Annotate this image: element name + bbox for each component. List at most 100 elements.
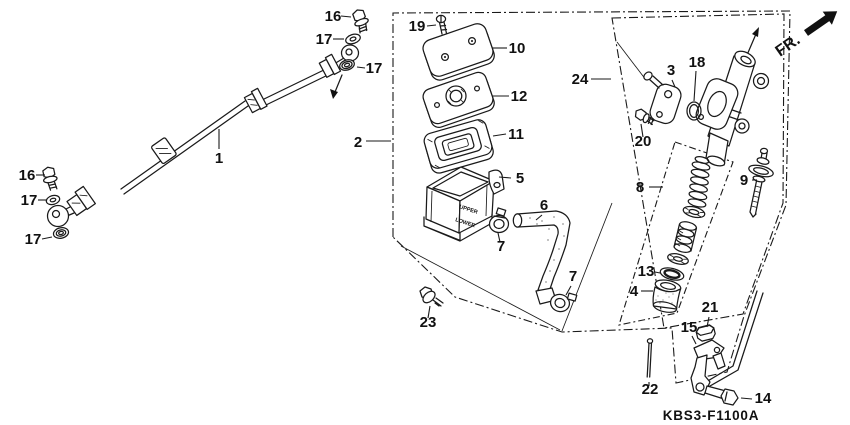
- callout-label: 7: [497, 238, 505, 255]
- callout-label: 14: [755, 390, 772, 407]
- callout-label: 17: [25, 231, 42, 248]
- pedal-arm: [701, 291, 763, 390]
- reservoir-assembly: UPPER LOWER: [420, 15, 504, 306]
- washer-17-top2: [338, 58, 355, 72]
- callout-leader: [692, 336, 696, 344]
- brake-pipe-assembly: [48, 45, 359, 227]
- oil-bolt-16-left: [41, 166, 59, 191]
- callout-leader: [672, 80, 675, 87]
- spring-retainer: [682, 204, 706, 219]
- callout-leader: [641, 124, 643, 137]
- callout-label: 10: [509, 40, 526, 57]
- callout-label: 22: [642, 381, 659, 398]
- callout-leader: [42, 237, 52, 239]
- joint-bolt-14: [705, 386, 738, 405]
- washer-17-left2: [52, 226, 69, 239]
- hose-line: [262, 68, 328, 100]
- o-ring-18: [687, 102, 701, 120]
- hose-clamp-7a: [490, 208, 509, 233]
- assembly-leader-line: [401, 246, 560, 330]
- callout-label: 21: [702, 299, 719, 316]
- outlet-boss: [754, 74, 769, 89]
- bolt-20: [633, 108, 656, 126]
- boot-4: [652, 278, 681, 314]
- callout-label: 13: [638, 263, 655, 280]
- push-rod-9: [748, 148, 775, 217]
- callout-label: 6: [540, 197, 548, 214]
- fr-direction: FR.: [773, 11, 838, 60]
- callout-leader: [655, 272, 660, 273]
- callout-label: 17: [316, 31, 333, 48]
- callout-label: 17: [21, 192, 38, 209]
- group-24-boundary: [612, 14, 784, 328]
- reservoir-tank-5: UPPER LOWER: [424, 167, 504, 241]
- reservoir-cap-10: [421, 21, 497, 82]
- cylinder-flange: [693, 76, 741, 132]
- callout-label: 8: [636, 179, 644, 196]
- cup-washer: [667, 252, 690, 266]
- callout-label: 2: [354, 134, 362, 151]
- callout-leader: [341, 16, 351, 17]
- oil-bolt-16-top: [351, 8, 372, 34]
- pipe-end-fitting: [65, 186, 95, 216]
- assembly-leader-line: [617, 42, 646, 80]
- diagram-code: KBS3-F1100A: [663, 408, 760, 423]
- banjo-eye-upper-hole: [346, 49, 352, 55]
- callout-label: 12: [511, 88, 528, 105]
- cotter-pin-22: [647, 339, 652, 377]
- callout-label: 17: [366, 60, 383, 77]
- piston-kit: [652, 155, 710, 314]
- callout-leader: [428, 306, 430, 318]
- hose-end-fitting: [318, 54, 340, 78]
- callout-leader: [536, 215, 542, 220]
- banjo-eye-lower-hole: [53, 211, 60, 218]
- callout-label: 5: [516, 170, 524, 187]
- callout-leader: [493, 134, 506, 136]
- washer-17-top1: [344, 32, 361, 45]
- master-cylinder-body: [633, 27, 768, 168]
- callout-label: 20: [635, 133, 652, 150]
- pipe-line: [121, 101, 245, 189]
- callout-label: 11: [508, 126, 524, 143]
- hose-line: [266, 73, 332, 105]
- callout-leader: [707, 317, 709, 327]
- pipe-coupling: [243, 88, 267, 113]
- callout-label: 18: [689, 54, 706, 71]
- hose-texture: [529, 216, 565, 283]
- hose-clamp-7b: [549, 289, 577, 315]
- pointer-arrow: [330, 75, 342, 99]
- group-2-boundary: [393, 11, 790, 383]
- pipe-line: [124, 106, 248, 194]
- spring: [687, 160, 710, 208]
- fr-arrow-icon: [804, 11, 838, 36]
- piston: [673, 220, 697, 254]
- mount-boss: [735, 119, 749, 133]
- callout-label: 16: [19, 167, 36, 184]
- callout-leader: [498, 233, 500, 242]
- seal-13: [659, 266, 685, 282]
- callout-label: 9: [740, 172, 748, 189]
- callout-label: 1: [215, 150, 223, 167]
- hose-assembly: [490, 208, 577, 315]
- callout-label: 23: [420, 314, 437, 331]
- assembly-leader-line: [562, 203, 612, 331]
- diaphragm-11: [422, 118, 495, 175]
- tank-marking-upper: UPPER: [458, 204, 478, 216]
- callout-leader: [499, 177, 511, 178]
- clevis-15: [691, 340, 725, 395]
- nut-21: [695, 324, 716, 342]
- hose-6: [513, 211, 570, 304]
- set-plate-12: [421, 70, 496, 129]
- screw-19: [436, 15, 446, 34]
- washer-17-left1: [45, 194, 60, 206]
- callout-label: 15: [681, 319, 698, 336]
- fr-label: FR.: [773, 32, 804, 61]
- callout-label: 7: [569, 268, 577, 285]
- callout-leader: [427, 25, 436, 26]
- callout-leader: [357, 67, 365, 68]
- joint-3: [642, 70, 683, 125]
- pipe-sleeve: [151, 137, 177, 164]
